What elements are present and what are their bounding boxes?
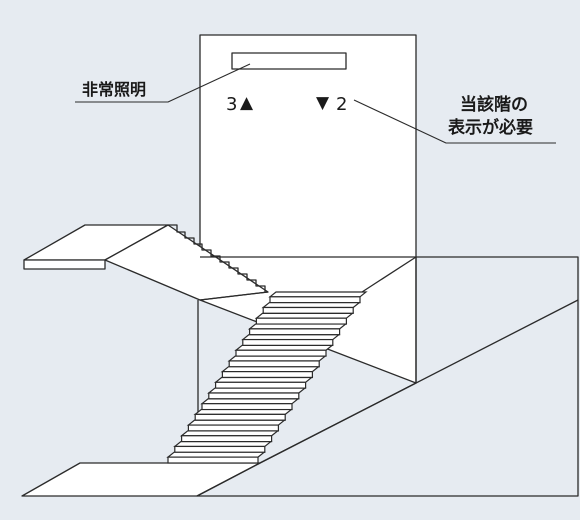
stair-tread (247, 323, 348, 330)
stair-riser (235, 349, 327, 357)
ground-floor-slab (21, 462, 261, 497)
right-wall-diagonal (259, 299, 579, 464)
stair-riser (201, 403, 293, 411)
stair-riser (167, 456, 259, 464)
landing-front-edge (199, 291, 269, 301)
stair-riser (208, 392, 300, 400)
stair-riser (215, 381, 307, 389)
stair-tread (179, 430, 280, 437)
stair-tread (227, 355, 327, 362)
stair-tread (166, 451, 266, 458)
stair-riser (187, 424, 279, 432)
stair-riser (228, 360, 320, 368)
landing-right-edge (361, 256, 417, 293)
down-arrow-icon: ▼ (316, 93, 330, 113)
floor-indicator-label-line1: 当該階の (460, 95, 528, 115)
upper-landing-edge (23, 259, 106, 270)
stair-tread (261, 302, 361, 309)
upper-landing-stair-edge (168, 224, 266, 292)
emergency-light-leader (75, 63, 251, 103)
down-floor-number: 2 (336, 94, 348, 115)
floor-indicator-label-line2: 表示が必要 (448, 118, 533, 138)
stair-tread (207, 387, 307, 394)
stair-tread (173, 441, 273, 448)
stair-flight (166, 291, 368, 464)
stair-tread (200, 398, 300, 405)
stair-riser (174, 445, 266, 453)
stair-tread (193, 408, 293, 415)
stair-riser (262, 306, 354, 314)
stair-riser (194, 413, 286, 421)
up-arrow-icon: ▲ (240, 93, 254, 113)
stair-tread (268, 291, 368, 298)
stair-riser (269, 296, 361, 304)
stair-tread (220, 366, 321, 373)
emergency-light-fixture (231, 52, 347, 70)
stair-tread (213, 376, 314, 383)
up-floor-number: 3 (226, 94, 238, 115)
stair-tread (234, 344, 334, 351)
stair-tread (186, 419, 287, 426)
stair-riser (181, 435, 273, 443)
floor-indicator-leader (353, 99, 556, 144)
stair-riser (242, 338, 334, 347)
stair-tread (254, 312, 355, 319)
stair-riser (249, 328, 341, 336)
emergency-light-label: 非常照明 (82, 80, 147, 99)
stair-riser (221, 371, 313, 379)
stair-riser (255, 317, 347, 325)
stair-tread (241, 334, 341, 341)
